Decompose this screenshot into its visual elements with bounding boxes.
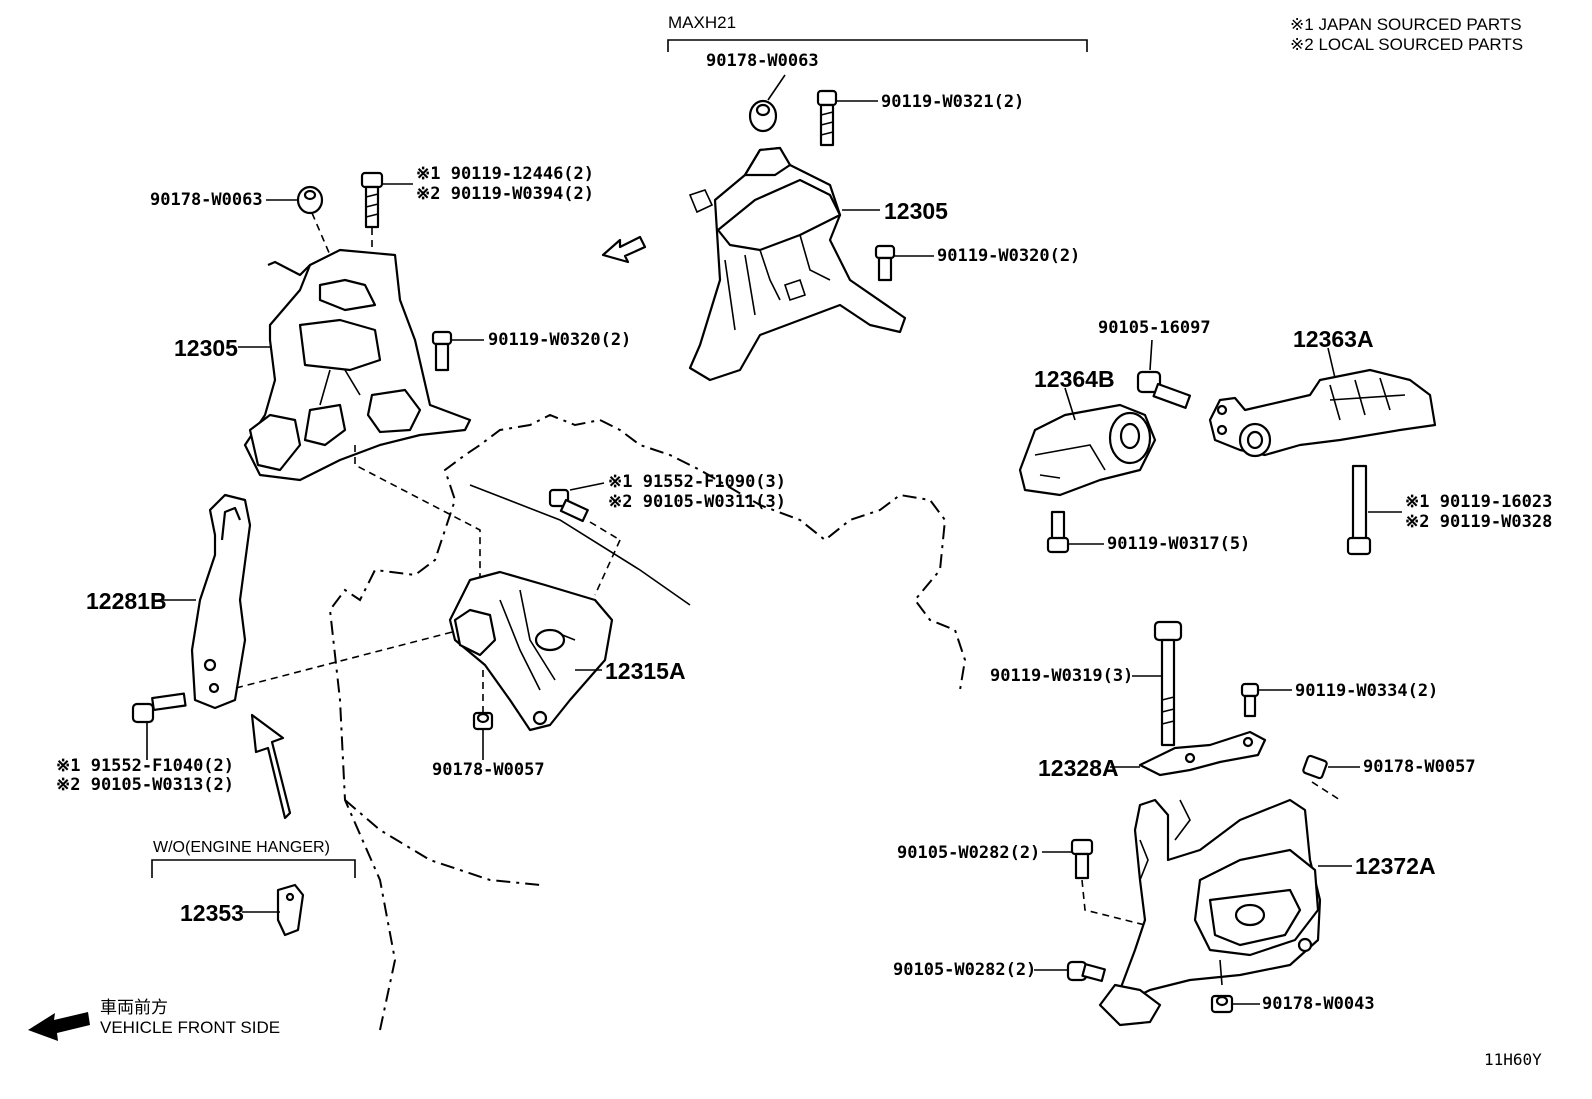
variant-label: W/O(ENGINE HANGER) — [153, 839, 330, 856]
assembly-line — [354, 445, 481, 580]
bolt-90105-w0282-a — [1070, 838, 1094, 880]
legend-2-mark: ※2 — [1290, 35, 1314, 54]
label-90178-w0043[interactable]: 90178-W0043 — [1262, 994, 1375, 1014]
bolt-90105-16097 — [1136, 370, 1192, 409]
bolt-90105-w0282-b — [1066, 960, 1106, 983]
label-90178-w0063-left[interactable]: 90178-W0063 — [150, 190, 263, 210]
clip-12353 — [276, 883, 305, 937]
assembly-line — [235, 629, 461, 689]
label-90119-w0317[interactable]: 90119-W0317(5) — [1107, 534, 1251, 554]
bolt-90119-w0317 — [1046, 510, 1070, 554]
leader — [1149, 339, 1153, 371]
bracket-12315a — [448, 570, 614, 732]
model-code: MAXH21 — [668, 13, 737, 32]
label-90119-w0321[interactable]: 90119-W0321(2) — [881, 92, 1025, 112]
direction-en: VEHICLE FRONT SIDE — [100, 1018, 281, 1037]
vehicle-front-arrow — [28, 1012, 90, 1041]
rod-12363a — [1208, 368, 1437, 458]
legend-1: ※1 JAPAN SOURCED PARTS — [1290, 15, 1522, 35]
engine-head-line — [469, 484, 691, 606]
label-90119-w0328[interactable]: ※2 90119-W0328 — [1405, 512, 1553, 532]
label-12305-left[interactable]: 12305 — [174, 335, 238, 361]
leader — [1064, 387, 1076, 421]
maxh21-bracket-line — [667, 39, 1088, 52]
variant-bracket-line — [151, 859, 356, 878]
nut-90178-w0043 — [1210, 994, 1234, 1014]
bolt-91552-f1090 — [548, 488, 589, 523]
engine-outline-lower — [344, 799, 541, 886]
legend-2: ※2 LOCAL SOURCED PARTS — [1290, 35, 1523, 55]
direction-arrow-large — [250, 713, 292, 820]
label-12364b[interactable]: 12364B — [1034, 366, 1115, 392]
bolt-90119-w0320-left — [431, 330, 453, 372]
label-12363a[interactable]: 12363A — [1293, 326, 1374, 352]
nut-90178-w0063-top — [748, 99, 778, 133]
label-12328a[interactable]: 12328A — [1038, 755, 1119, 781]
label-90119-w0334[interactable]: 90119-W0334(2) — [1295, 681, 1439, 701]
label-12315a[interactable]: 12315A — [605, 658, 686, 684]
label-12281b[interactable]: 12281B — [86, 588, 167, 614]
illustration-id: 11H60Y — [1484, 1050, 1542, 1069]
engine-mount-12372a — [1098, 798, 1322, 1027]
label-90105-w0282-a[interactable]: 90105-W0282(2) — [897, 843, 1041, 863]
bolt-90119-w0320-top — [874, 244, 896, 282]
leader — [1327, 347, 1336, 379]
label-90119-w0320-top[interactable]: 90119-W0320(2) — [937, 246, 1081, 266]
nut-90178-w0057-right — [1302, 754, 1328, 780]
label-90105-16097[interactable]: 90105-16097 — [1098, 318, 1211, 338]
label-90105-w0311[interactable]: ※2 90105-W0311(3) — [608, 492, 787, 512]
insulator-12364b — [1018, 403, 1157, 497]
legend-2-text: LOCAL SOURCED PARTS — [1318, 35, 1524, 54]
label-91552-f1090[interactable]: ※1 91552-F1090(3) — [608, 472, 787, 492]
label-90178-w0057-right[interactable]: 90178-W0057 — [1363, 757, 1476, 777]
engine-mount-12305-left — [243, 248, 472, 482]
assembly-line — [594, 539, 621, 596]
legend-1-mark: ※1 — [1290, 15, 1314, 34]
label-90119-16023[interactable]: ※1 90119-16023 — [1405, 492, 1553, 512]
assembly-line — [589, 521, 621, 541]
bolt-90119-w0321 — [816, 89, 838, 147]
legend-1-text: JAPAN SOURCED PARTS — [1318, 15, 1522, 34]
assembly-line — [1311, 781, 1341, 801]
bolt-90119-16023 — [1346, 464, 1372, 556]
plate-12328a — [1138, 730, 1267, 777]
label-90119-12446[interactable]: ※1 90119-12446(2) — [416, 164, 595, 184]
nut-90178-w0063-left — [296, 185, 324, 215]
engine-hanger-12281b — [190, 493, 252, 710]
assembly-line — [1081, 879, 1146, 926]
label-91552-f1040[interactable]: ※1 91552-F1040(2) — [56, 756, 235, 776]
bolt-90119-12446 — [360, 171, 384, 229]
assembly-line — [311, 212, 331, 256]
leader — [767, 74, 786, 101]
label-90119-w0320-left[interactable]: 90119-W0320(2) — [488, 330, 632, 350]
label-90119-w0319[interactable]: 90119-W0319(3) — [990, 666, 1134, 686]
engine-mount-12305-top — [688, 146, 907, 382]
bolt-90119-w0334 — [1240, 682, 1260, 718]
bolt-90119-w0319 — [1153, 620, 1183, 747]
label-90119-w0394[interactable]: ※2 90119-W0394(2) — [416, 184, 595, 204]
label-90105-w0282-b[interactable]: 90105-W0282(2) — [893, 960, 1037, 980]
nut-90178-w0057-mid — [472, 711, 494, 731]
label-12372a[interactable]: 12372A — [1355, 853, 1436, 879]
label-90105-w0313[interactable]: ※2 90105-W0313(2) — [56, 775, 235, 795]
bolt-91552-f1040 — [131, 692, 187, 724]
direction-arrow-small — [601, 235, 647, 264]
label-12305-top[interactable]: 12305 — [884, 198, 948, 224]
label-12353[interactable]: 12353 — [180, 900, 244, 926]
direction-jp: 車両前方 — [100, 998, 168, 1017]
label-90178-w0063-top[interactable]: 90178-W0063 — [706, 51, 819, 71]
leader — [569, 482, 605, 491]
label-90178-w0057-mid[interactable]: 90178-W0057 — [432, 760, 545, 780]
